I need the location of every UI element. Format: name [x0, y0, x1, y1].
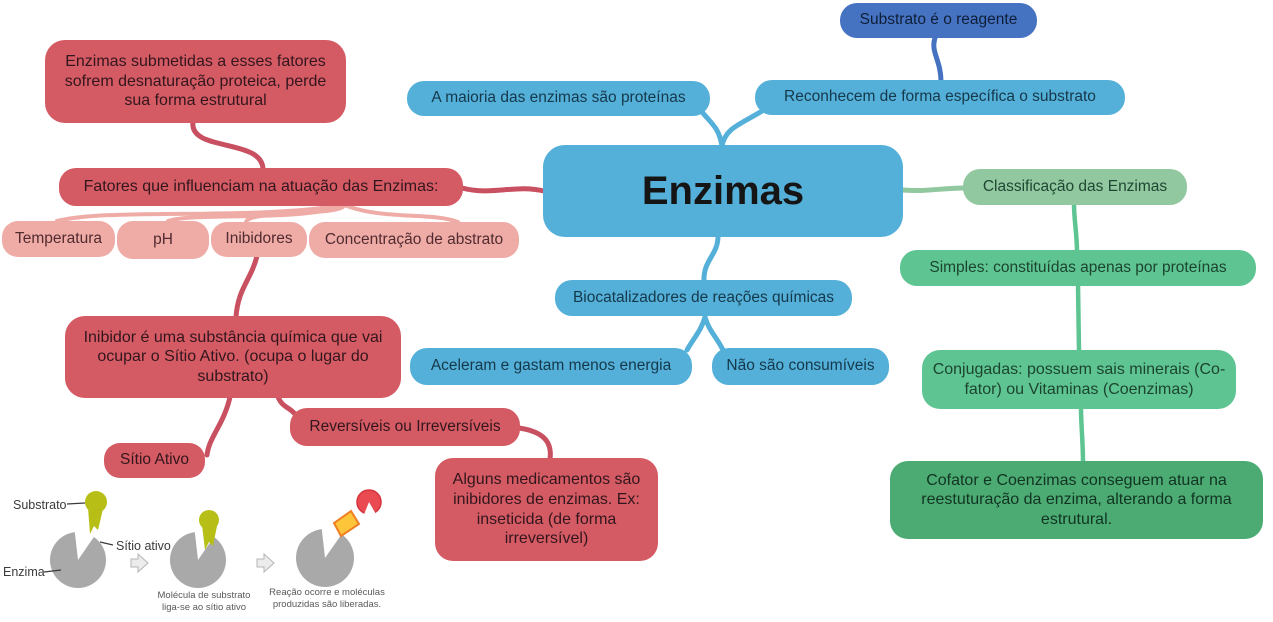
connector-inibidores-inibidor-def: [233, 253, 260, 320]
sitio-ativo-label-group: Sítio ativo: [99, 539, 171, 553]
connector-reconhecem-main: [719, 108, 765, 149]
node-ph[interactable]: pH: [117, 221, 209, 259]
node-inibidor-definicao[interactable]: Inibidor é uma substância química que va…: [65, 316, 401, 398]
node-cofator-coenzimas[interactable]: Cofator e Coenzimas conseguem atuar na r…: [890, 461, 1263, 539]
arrow-icon: [256, 552, 275, 574]
connector-fatores-concentracao: [345, 204, 460, 224]
caption2-line2: produzidas são liberadas.: [273, 599, 381, 610]
node-biocatalizadores[interactable]: Biocatalizadores de reações químicas: [555, 280, 852, 316]
node-classificacao[interactable]: Classificação das Enzimas: [963, 169, 1187, 205]
node-simples[interactable]: Simples: constituídas apenas por proteín…: [900, 250, 1256, 286]
sitio-ativo-label: Sítio ativo: [116, 539, 171, 553]
connector-reversiveis-medicamentos: [516, 425, 553, 462]
substrato-label: Substrato: [13, 498, 67, 512]
connector-main-biocatalizadores: [701, 233, 721, 285]
connector-conjugadas-cofator: [1078, 404, 1086, 466]
enzyme-diagram-image: Substrato Sítio ativo Enzima: [0, 472, 390, 622]
enzima-label-group: Enzima: [3, 565, 62, 579]
connector-main-classificacao: [900, 185, 967, 194]
connector-maioria-main: [699, 109, 725, 149]
substrate-blob-1: [85, 491, 107, 534]
connector-classificacao-simples: [1071, 201, 1080, 255]
caption1-line1: Molécula de substrato: [158, 590, 251, 601]
node-conjugadas[interactable]: Conjugadas: possuem sais minerais (Co-fa…: [922, 350, 1236, 409]
connector-fatores-main: [459, 185, 547, 194]
substrate-blob-2: [199, 510, 219, 550]
node-temperatura[interactable]: Temperatura: [2, 221, 115, 257]
connector-submetidas-fatores: [190, 119, 266, 172]
product-diamond: [332, 509, 361, 538]
node-enzimas-root[interactable]: Enzimas: [543, 145, 903, 237]
connector-substrato-reconhecem: [931, 32, 944, 85]
node-desnaturacao[interactable]: Enzimas submetidas a esses fatores sofre…: [45, 40, 346, 123]
caption2-line1: Reação ocorre e moléculas: [269, 587, 385, 598]
connector-inibidor-def-reversiveis: [275, 394, 298, 417]
substrato-label-group: Substrato: [13, 498, 86, 512]
connector-biocat-aceleram: [684, 314, 708, 353]
caption1-line2: liga-se ao sítio ativo: [162, 602, 246, 613]
node-reversiveis[interactable]: Reversíveis ou Irreversíveis: [290, 408, 520, 446]
connector-simples-conjugadas: [1075, 282, 1082, 354]
arrow-icon: [130, 552, 149, 574]
node-concentracao[interactable]: Concentração de abstrato: [309, 222, 519, 258]
node-sitio-ativo[interactable]: Sítio Ativo: [104, 443, 205, 478]
node-fatores[interactable]: Fatores que influenciam na atuação das E…: [59, 168, 463, 206]
node-medicamentos[interactable]: Alguns medicamentos são inibidores de en…: [435, 458, 658, 561]
node-inibidores[interactable]: Inibidores: [211, 222, 307, 257]
diagram-caption-1: Molécula de substrato liga-se ao sítio a…: [158, 590, 251, 613]
node-aceleram-energia[interactable]: Aceleram e gastam menos energia: [410, 348, 692, 385]
connector-inibidor-def-sitio: [204, 394, 233, 458]
connector-fatores-inibidores: [244, 204, 346, 224]
product-ball: [356, 489, 382, 517]
enzyme-circle-1: [50, 525, 106, 588]
node-maioria-proteinas[interactable]: A maioria das enzimas são proteínas: [407, 81, 710, 116]
diagram-caption-2: Reação ocorre e moléculas produzidas são…: [269, 587, 385, 610]
node-nao-consumiveis[interactable]: Não são consumíveis: [712, 348, 889, 385]
node-substrato-reagente[interactable]: Substrato é o reagente: [840, 3, 1037, 38]
enzima-label: Enzima: [3, 565, 45, 579]
connector-biocat-nao-consumiveis: [702, 314, 726, 353]
connector-fatores-temperatura: [55, 204, 340, 223]
node-reconhecem-substrato[interactable]: Reconhecem de forma específica o substra…: [755, 80, 1125, 115]
